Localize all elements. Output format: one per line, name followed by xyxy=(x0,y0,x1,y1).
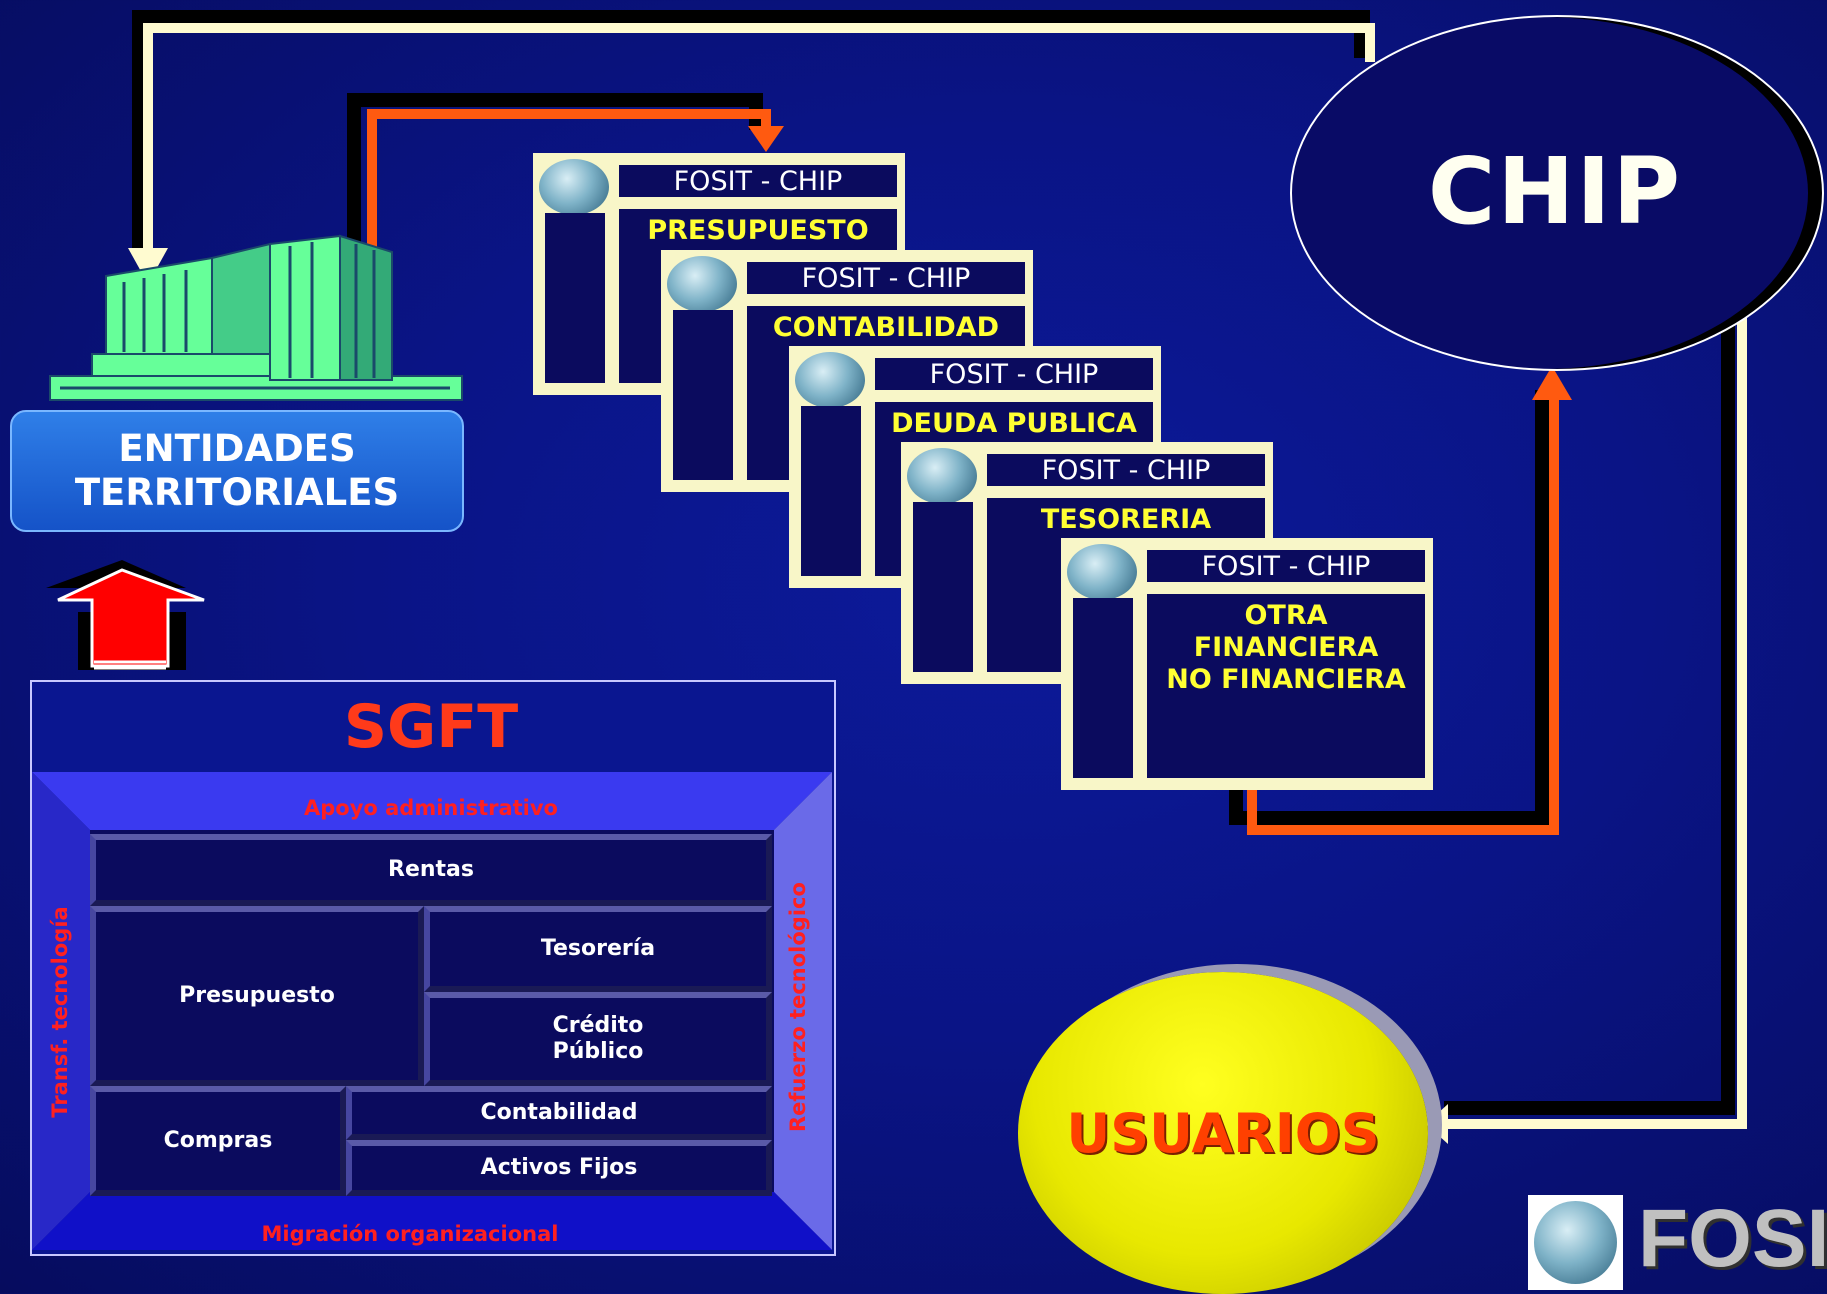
window-title: FOSIT - CHIP xyxy=(747,262,1025,294)
arrow-chip-to-entidades xyxy=(132,10,1370,252)
module-tesoreria: Tesorería xyxy=(424,906,772,992)
top-label: Apoyo administrativo xyxy=(304,796,558,820)
usuarios-ellipse xyxy=(1018,972,1428,1294)
window-title: FOSIT - CHIP xyxy=(987,454,1265,486)
window-sidebar xyxy=(913,502,973,672)
window-label: OTRA FINANCIERA NO FINANCIERA xyxy=(1147,594,1425,778)
arrow-chip-to-usuarios xyxy=(1444,302,1735,1115)
window-otra-financiera: FOSIT - CHIP OTRA FINANCIERA NO FINANCIE… xyxy=(1061,538,1433,790)
module-label: Crédito xyxy=(552,1013,644,1038)
sgft-title: SGFT xyxy=(343,692,519,762)
arrow-windows-to-chip xyxy=(1229,390,1549,825)
fosit-logo-icon xyxy=(539,159,609,215)
window-label-line: FINANCIERA xyxy=(1193,632,1379,663)
fosit-logo-icon xyxy=(795,352,865,408)
module-label: Tesorería xyxy=(540,936,656,961)
fosit-logo-icon xyxy=(667,256,737,312)
module-rentas: Rentas xyxy=(90,834,772,906)
window-sidebar xyxy=(673,310,733,480)
up-arrow-icon xyxy=(46,560,205,670)
fosit-brand-logo-icon xyxy=(1528,1195,1623,1290)
fosit-brand-text: FOSIT xyxy=(1638,1193,1827,1284)
module-contabilidad: Contabilidad xyxy=(346,1086,772,1140)
module-credito-publico: Crédito Público xyxy=(424,992,772,1086)
fosit-logo-icon xyxy=(907,448,977,504)
window-title: FOSIT - CHIP xyxy=(619,165,897,197)
window-sidebar xyxy=(545,213,605,383)
usuarios-label: USUARIOS xyxy=(1066,1101,1380,1165)
window-title: FOSIT - CHIP xyxy=(875,358,1153,390)
window-sidebar xyxy=(801,406,861,576)
chip-ellipse xyxy=(1290,15,1824,371)
window-label-line: OTRA xyxy=(1244,600,1328,631)
entidades-line2: TERRITORIALES xyxy=(74,471,400,514)
building-icon xyxy=(49,234,463,401)
module-label: Activos Fijos xyxy=(480,1155,638,1180)
window-sidebar xyxy=(1073,598,1133,778)
module-activos-fijos: Activos Fijos xyxy=(346,1140,772,1196)
module-compras: Compras xyxy=(90,1086,346,1196)
bottom-label: Migración organizacional xyxy=(261,1222,559,1246)
right-label: Refuerzo tecnológico xyxy=(786,882,810,1132)
fosit-logo-icon xyxy=(1067,544,1137,600)
module-label: Compras xyxy=(163,1128,273,1153)
left-label: Transf. tecnología xyxy=(48,906,72,1118)
window-label-line: NO FINANCIERA xyxy=(1166,664,1406,695)
module-label: Rentas xyxy=(388,857,474,882)
window-title: FOSIT - CHIP xyxy=(1147,550,1425,582)
module-label: Público xyxy=(552,1039,644,1064)
module-label: Presupuesto xyxy=(179,983,335,1008)
module-presupuesto: Presupuesto xyxy=(90,906,424,1086)
module-label: Contabilidad xyxy=(480,1100,638,1125)
entidades-line1: ENTIDADES xyxy=(118,427,356,470)
entidades-territoriales-box: ENTIDADES TERRITORIALES xyxy=(10,410,464,532)
chip-label: CHIP xyxy=(1427,137,1683,245)
